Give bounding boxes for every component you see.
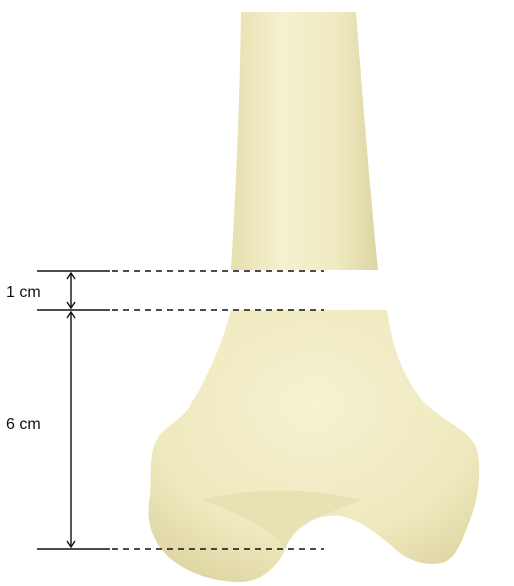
distal-femur: [149, 310, 480, 582]
one-cm-arrow: [67, 273, 75, 308]
upper-shaft: [231, 12, 378, 270]
one-cm-label: 1 cm: [6, 284, 41, 301]
six-cm-label: 6 cm: [6, 416, 41, 433]
six-cm-arrow: [67, 312, 75, 547]
